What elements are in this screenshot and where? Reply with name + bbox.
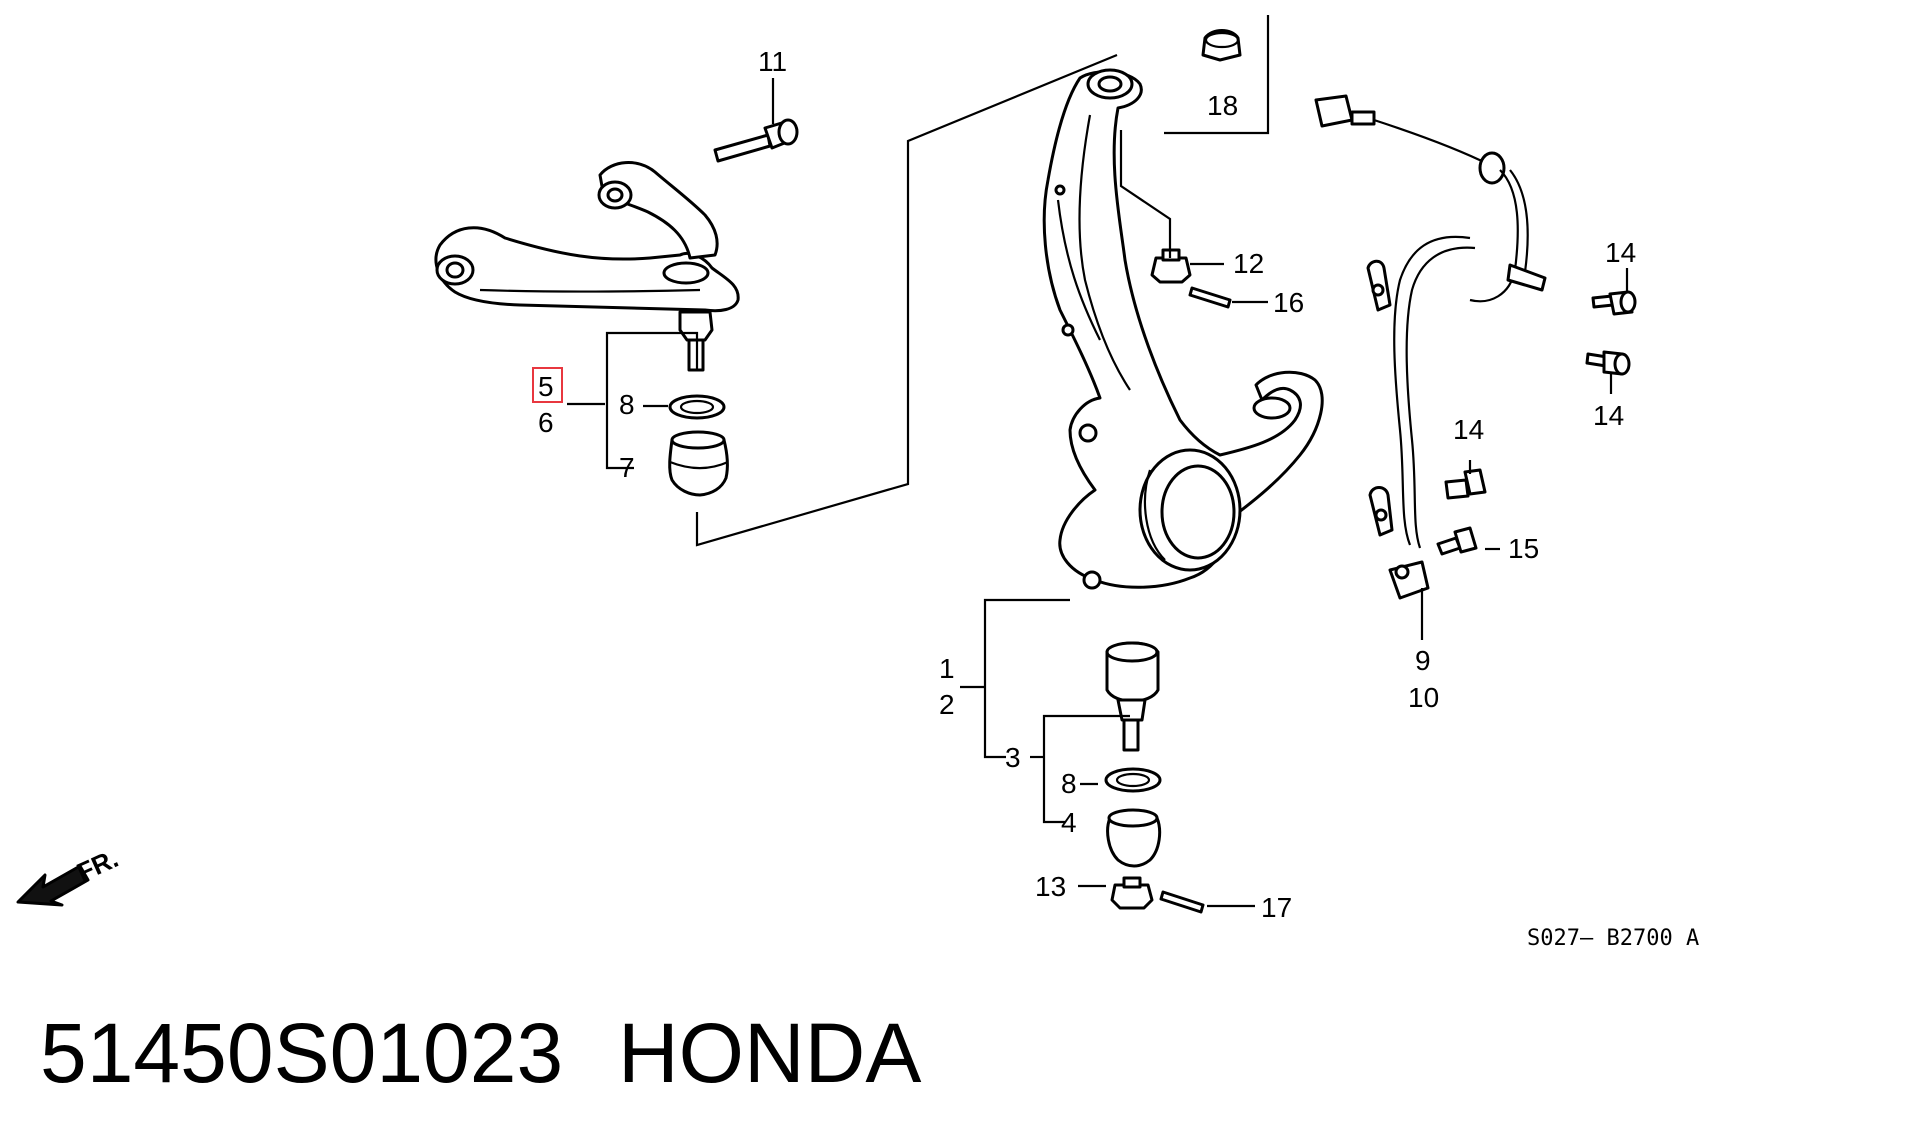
- dust-cap: [1201, 29, 1242, 62]
- castle-nut-lower: [1110, 876, 1154, 910]
- callout-12: 12: [1233, 248, 1264, 279]
- cotter-pin-upper: [1188, 286, 1232, 309]
- callout-13: 13: [1035, 871, 1066, 902]
- leader-lines: [567, 15, 1629, 908]
- lower-ball-joint: [1105, 641, 1160, 752]
- lower-ball-joint-ring: [1104, 767, 1162, 793]
- upper-ball-joint-boot: [668, 394, 729, 497]
- upper-control-arm: [434, 161, 740, 372]
- callout-14-right: 14: [1593, 400, 1624, 431]
- callout-10: 10: [1408, 682, 1439, 713]
- highlight-box: [532, 367, 563, 403]
- callout-14-top: 14: [1605, 237, 1636, 268]
- callout-5: 5: [538, 371, 554, 402]
- callout-16: 16: [1273, 287, 1304, 318]
- steering-knuckle: [1042, 68, 1324, 590]
- callout-14-mid: 14: [1453, 414, 1484, 445]
- abs-bolts: [1436, 290, 1637, 556]
- lower-ball-joint-boot: [1106, 808, 1162, 868]
- front-arrow: FR.: [16, 843, 123, 907]
- part-number: 51450S01023: [40, 1006, 563, 1100]
- callout-8-lower: 8: [1061, 768, 1077, 799]
- figure-code: S027— B2700 A: [1527, 926, 1699, 951]
- callout-3: 3: [1005, 742, 1021, 773]
- callout-17: 17: [1261, 892, 1292, 923]
- abs-wheel-sensor: [1314, 94, 1547, 600]
- upper-arm-bolt: [713, 118, 799, 163]
- callout-8-upper: 8: [619, 389, 635, 420]
- cotter-pin-lower: [1159, 890, 1205, 914]
- callout-18: 18: [1207, 90, 1238, 121]
- callout-9: 9: [1415, 645, 1431, 676]
- callout-2: 2: [939, 689, 955, 720]
- callout-1: 1: [939, 653, 955, 684]
- callout-15: 15: [1508, 533, 1539, 564]
- callout-4: 4: [1061, 807, 1077, 838]
- callout-6: 6: [538, 407, 554, 438]
- callout-11: 11: [758, 46, 787, 77]
- callout-numbers: 11 18 12 16 14 14 14 15 9 10 5 6 8 7 1 2…: [532, 46, 1636, 923]
- callout-7: 7: [619, 452, 635, 483]
- brand-name: HONDA: [618, 1006, 921, 1100]
